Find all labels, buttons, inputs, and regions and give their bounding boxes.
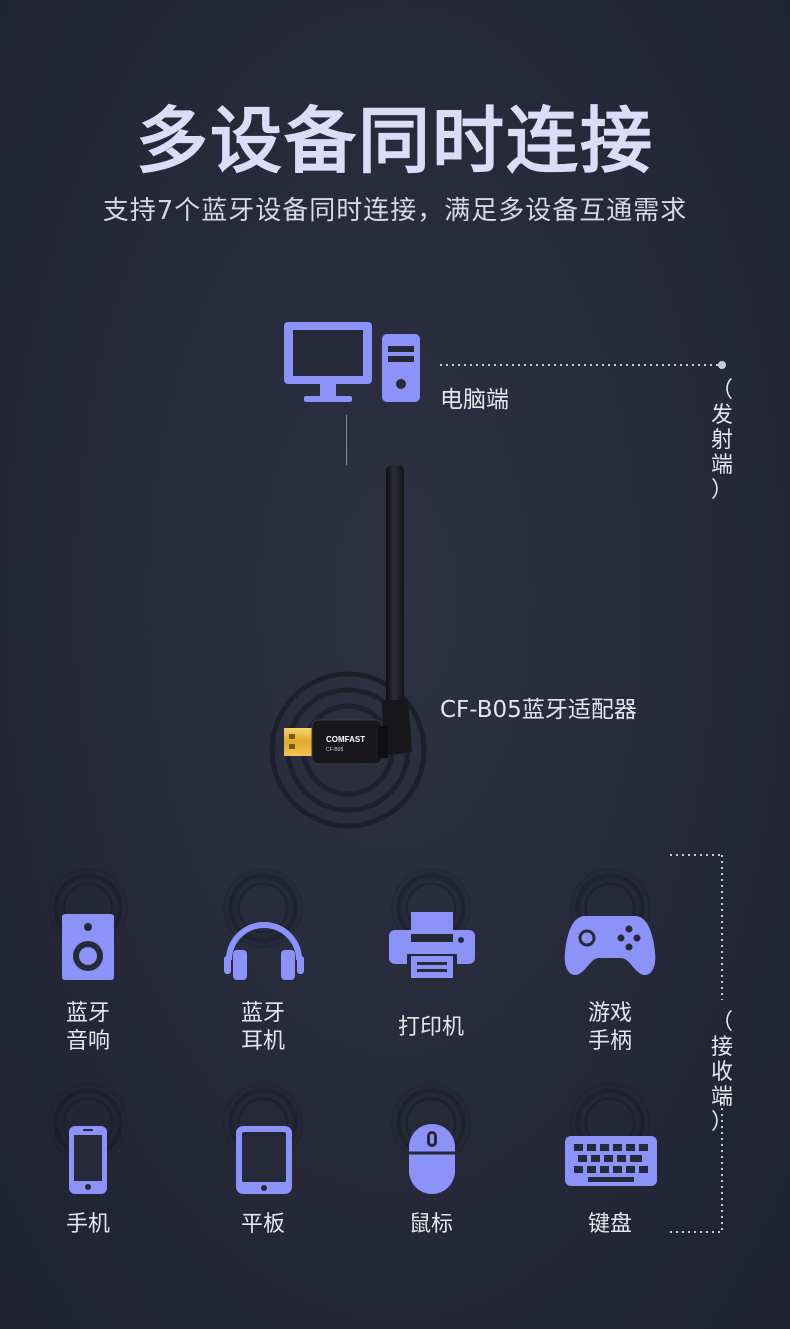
adapter-label: CF-B05蓝牙适配器 (440, 697, 637, 723)
device-label: 蓝牙 (65, 1001, 110, 1026)
computer-label: 电脑端 (440, 387, 509, 413)
phone-icon (69, 1126, 107, 1194)
device-label: 游戏 (587, 1001, 632, 1026)
printer-icon (389, 912, 475, 980)
device-label: 耳机 (240, 1029, 285, 1054)
receiver-bracket-line (670, 854, 723, 1233)
transmitter-side-label: （ 发 射 端 ） (710, 378, 733, 503)
device-label: 键盘 (587, 1212, 632, 1237)
device-label: 平板 (240, 1212, 285, 1237)
device-label: 手柄 (587, 1029, 632, 1054)
device-label: 音响 (65, 1029, 110, 1054)
page-title: 多设备同时连接 (135, 99, 654, 183)
transmitter-connector-line (440, 361, 726, 369)
page-subtitle: 支持7个蓝牙设备同时连接，满足多设备互通需求 (102, 196, 688, 226)
bluetooth-adapter-image: COMFAST CF-B05 (269, 465, 427, 829)
link-line (346, 415, 347, 465)
computer-icon (284, 322, 420, 402)
tablet-icon (236, 1126, 292, 1194)
speaker-icon (62, 914, 114, 980)
device-label: 蓝牙 (240, 1001, 285, 1026)
receiver-side-label: （ 接 收 端 ） (710, 1010, 733, 1135)
device-label: 鼠标 (408, 1212, 453, 1237)
mouse-icon (409, 1124, 455, 1194)
adapter-brand-text: COMFAST (326, 735, 365, 744)
headphones-icon (224, 922, 304, 980)
keyboard-icon (565, 1136, 657, 1186)
gamepad-icon (564, 916, 656, 976)
adapter-model-text: CF-B05 (326, 747, 343, 753)
device-label: 打印机 (397, 1015, 464, 1040)
device-label: 手机 (65, 1212, 110, 1237)
